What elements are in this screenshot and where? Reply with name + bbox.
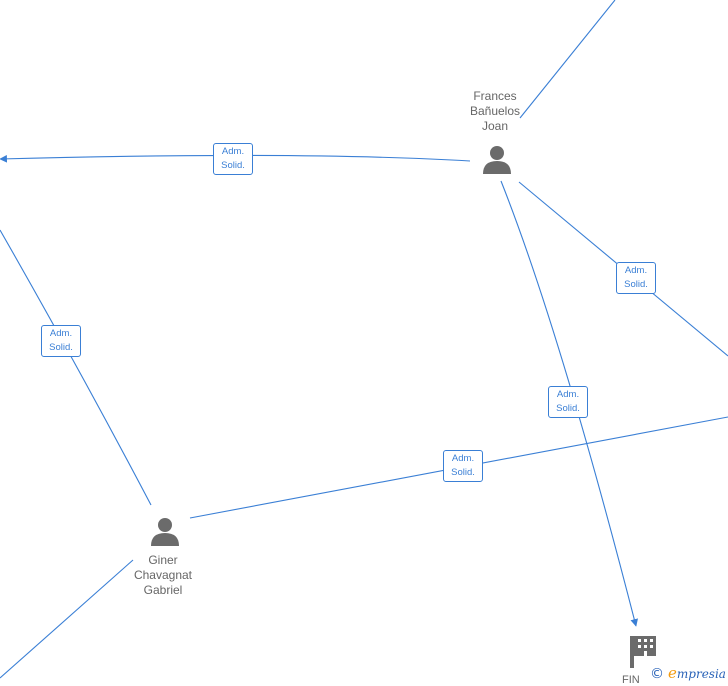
- edge-giner-bottom: [0, 559, 134, 679]
- empresia-watermark: ©empresia: [650, 664, 726, 682]
- relation-badge[interactable]: Adm.Solid.: [616, 262, 656, 294]
- building-icon[interactable]: [628, 634, 658, 668]
- brand-name: mpresia: [676, 667, 726, 681]
- edge-giner-left: [0, 229, 152, 506]
- relation-badge[interactable]: Adm.Solid.: [213, 143, 253, 175]
- edge-frances-company: [500, 180, 639, 627]
- relation-badge[interactable]: Adm.Solid.: [41, 325, 81, 357]
- person-name-giner[interactable]: Giner Chavagnat Gabriel: [133, 553, 193, 597]
- copyright-symbol: ©: [650, 666, 664, 682]
- edge-frances-top: [519, 0, 616, 119]
- relation-badge[interactable]: Adm.Solid.: [443, 450, 483, 482]
- company-name[interactable]: FIN: [622, 674, 640, 686]
- person-icon[interactable]: [481, 144, 513, 176]
- person-name-frances[interactable]: Frances Bañuelos Joan: [469, 89, 521, 133]
- person-icon[interactable]: [149, 516, 181, 548]
- edge-frances-left: [0, 154, 471, 163]
- brand-initial: e: [668, 664, 677, 682]
- relation-badge[interactable]: Adm.Solid.: [548, 386, 588, 418]
